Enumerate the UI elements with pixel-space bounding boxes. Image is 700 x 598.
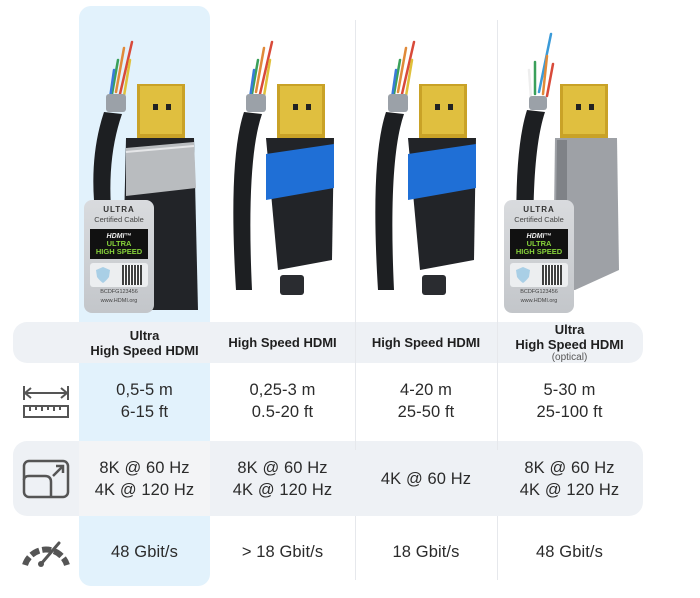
badge-url: www.HDMI.org	[520, 297, 558, 304]
badge-subtitle: Certified Cable	[94, 215, 144, 224]
bandwidth-text: 18 Gbit/s	[392, 543, 460, 561]
length-imperial: 25-50 ft	[397, 403, 455, 421]
column-divider	[497, 20, 498, 450]
resolution-line1: 4K @ 60 Hz	[380, 469, 472, 488]
product-name-line2: High Speed HDMI	[515, 337, 624, 352]
bandwidth-text: 48 Gbit/s	[111, 543, 178, 561]
bandwidth-value: 18 Gbit/s	[355, 530, 497, 574]
header-row-band	[13, 322, 643, 363]
badge-title: ULTRA	[523, 205, 555, 214]
bandwidth-value: 48 Gbit/s	[497, 530, 642, 574]
product-name-line2: High Speed HDMI	[371, 335, 481, 350]
column-divider	[355, 516, 356, 580]
ultra-certified-badge: ULTRA Certified Cable HDMI™ ULTRA HIGH S…	[504, 200, 574, 313]
length-value: 0,25-3 m 0.5-20 ft	[210, 375, 355, 427]
badge-qr-area	[90, 263, 148, 287]
length-value: 4-20 m 25-50 ft	[355, 375, 497, 427]
badge-hdmi-label: HDMI™ ULTRA HIGH SPEED	[510, 229, 568, 259]
product-name-header: High Speed HDMI	[355, 322, 497, 363]
product-name-note: (optical)	[551, 352, 588, 363]
badge-title: ULTRA	[103, 205, 135, 214]
length-metric: 0,25-3 m	[249, 381, 316, 399]
length-metric: 0,5-5 m	[116, 381, 173, 399]
badge-label-line2: HIGH SPEED	[515, 246, 563, 256]
resolution-line2: 4K @ 120 Hz	[232, 480, 333, 499]
resolution-line1: 8K @ 60 Hz	[524, 458, 615, 477]
length-value: 5-30 m 25-100 ft	[497, 375, 642, 427]
qr-code-icon	[122, 265, 142, 285]
resolution-value: 8K @ 60 Hz 4K @ 120 Hz	[210, 441, 355, 516]
product-name-header: Ultra High Speed HDMI (optical)	[497, 320, 642, 365]
length-imperial: 25-100 ft	[536, 403, 603, 421]
length-imperial: 6-15 ft	[120, 403, 169, 421]
resolution-line1: 8K @ 60 Hz	[237, 458, 328, 477]
ultra-certified-badge: ULTRA Certified Cable HDMI™ ULTRA HIGH S…	[84, 200, 154, 313]
resolution-value: 4K @ 60 Hz	[355, 441, 497, 516]
resolution-line2: 4K @ 120 Hz	[519, 480, 620, 499]
shield-icon	[516, 267, 530, 283]
badge-serial: BCDFG123456	[520, 289, 558, 295]
resolution-line1: 8K @ 60 Hz	[99, 458, 190, 477]
product-name-line1: Ultra	[554, 322, 585, 337]
badge-qr-area	[510, 263, 568, 287]
length-metric: 5-30 m	[543, 381, 596, 399]
badge-label-line1: ULTRA	[526, 238, 552, 248]
ruler-length-icon	[13, 380, 79, 424]
qr-code-icon	[542, 265, 562, 285]
resolution-line2: 4K @ 120 Hz	[94, 480, 195, 499]
bandwidth-value: 48 Gbit/s	[79, 530, 210, 574]
resolution-value: 8K @ 60 Hz 4K @ 120 Hz	[497, 441, 642, 516]
product-name-header: High Speed HDMI	[210, 322, 355, 363]
shield-icon	[96, 267, 110, 283]
badge-serial: BCDFG123456	[100, 289, 138, 295]
badge-label-line2: HIGH SPEED	[95, 246, 143, 256]
length-imperial: 0.5-20 ft	[251, 403, 314, 421]
badge-url: www.HDMI.org	[100, 297, 138, 304]
bandwidth-text: > 18 Gbit/s	[241, 543, 324, 561]
bandwidth-text: 48 Gbit/s	[536, 543, 603, 561]
product-name-header: Ultra High Speed HDMI	[79, 322, 210, 363]
product-name-line1: Ultra	[129, 327, 160, 343]
badge-subtitle: Certified Cable	[514, 215, 564, 224]
length-metric: 4-20 m	[400, 381, 452, 399]
screen-resize-icon	[13, 455, 79, 503]
badge-label-line1: ULTRA	[106, 238, 132, 248]
hdmi-logo: HDMI™	[106, 232, 132, 240]
length-value: 0,5-5 m 6-15 ft	[79, 375, 210, 427]
column-divider	[497, 516, 498, 580]
resolution-value: 8K @ 60 Hz 4K @ 120 Hz	[79, 441, 210, 516]
hdmi-logo: HDMI™	[526, 232, 552, 240]
speedometer-icon	[13, 533, 79, 573]
product-image-high-speed-short	[222, 20, 347, 320]
product-name-line2: High Speed HDMI	[90, 342, 199, 358]
product-image-high-speed-long	[364, 20, 489, 320]
badge-hdmi-label: HDMI™ ULTRA HIGH SPEED	[90, 229, 148, 259]
column-divider	[355, 20, 356, 450]
product-name-line2: High Speed HDMI	[228, 335, 337, 350]
bandwidth-value: > 18 Gbit/s	[210, 530, 355, 574]
